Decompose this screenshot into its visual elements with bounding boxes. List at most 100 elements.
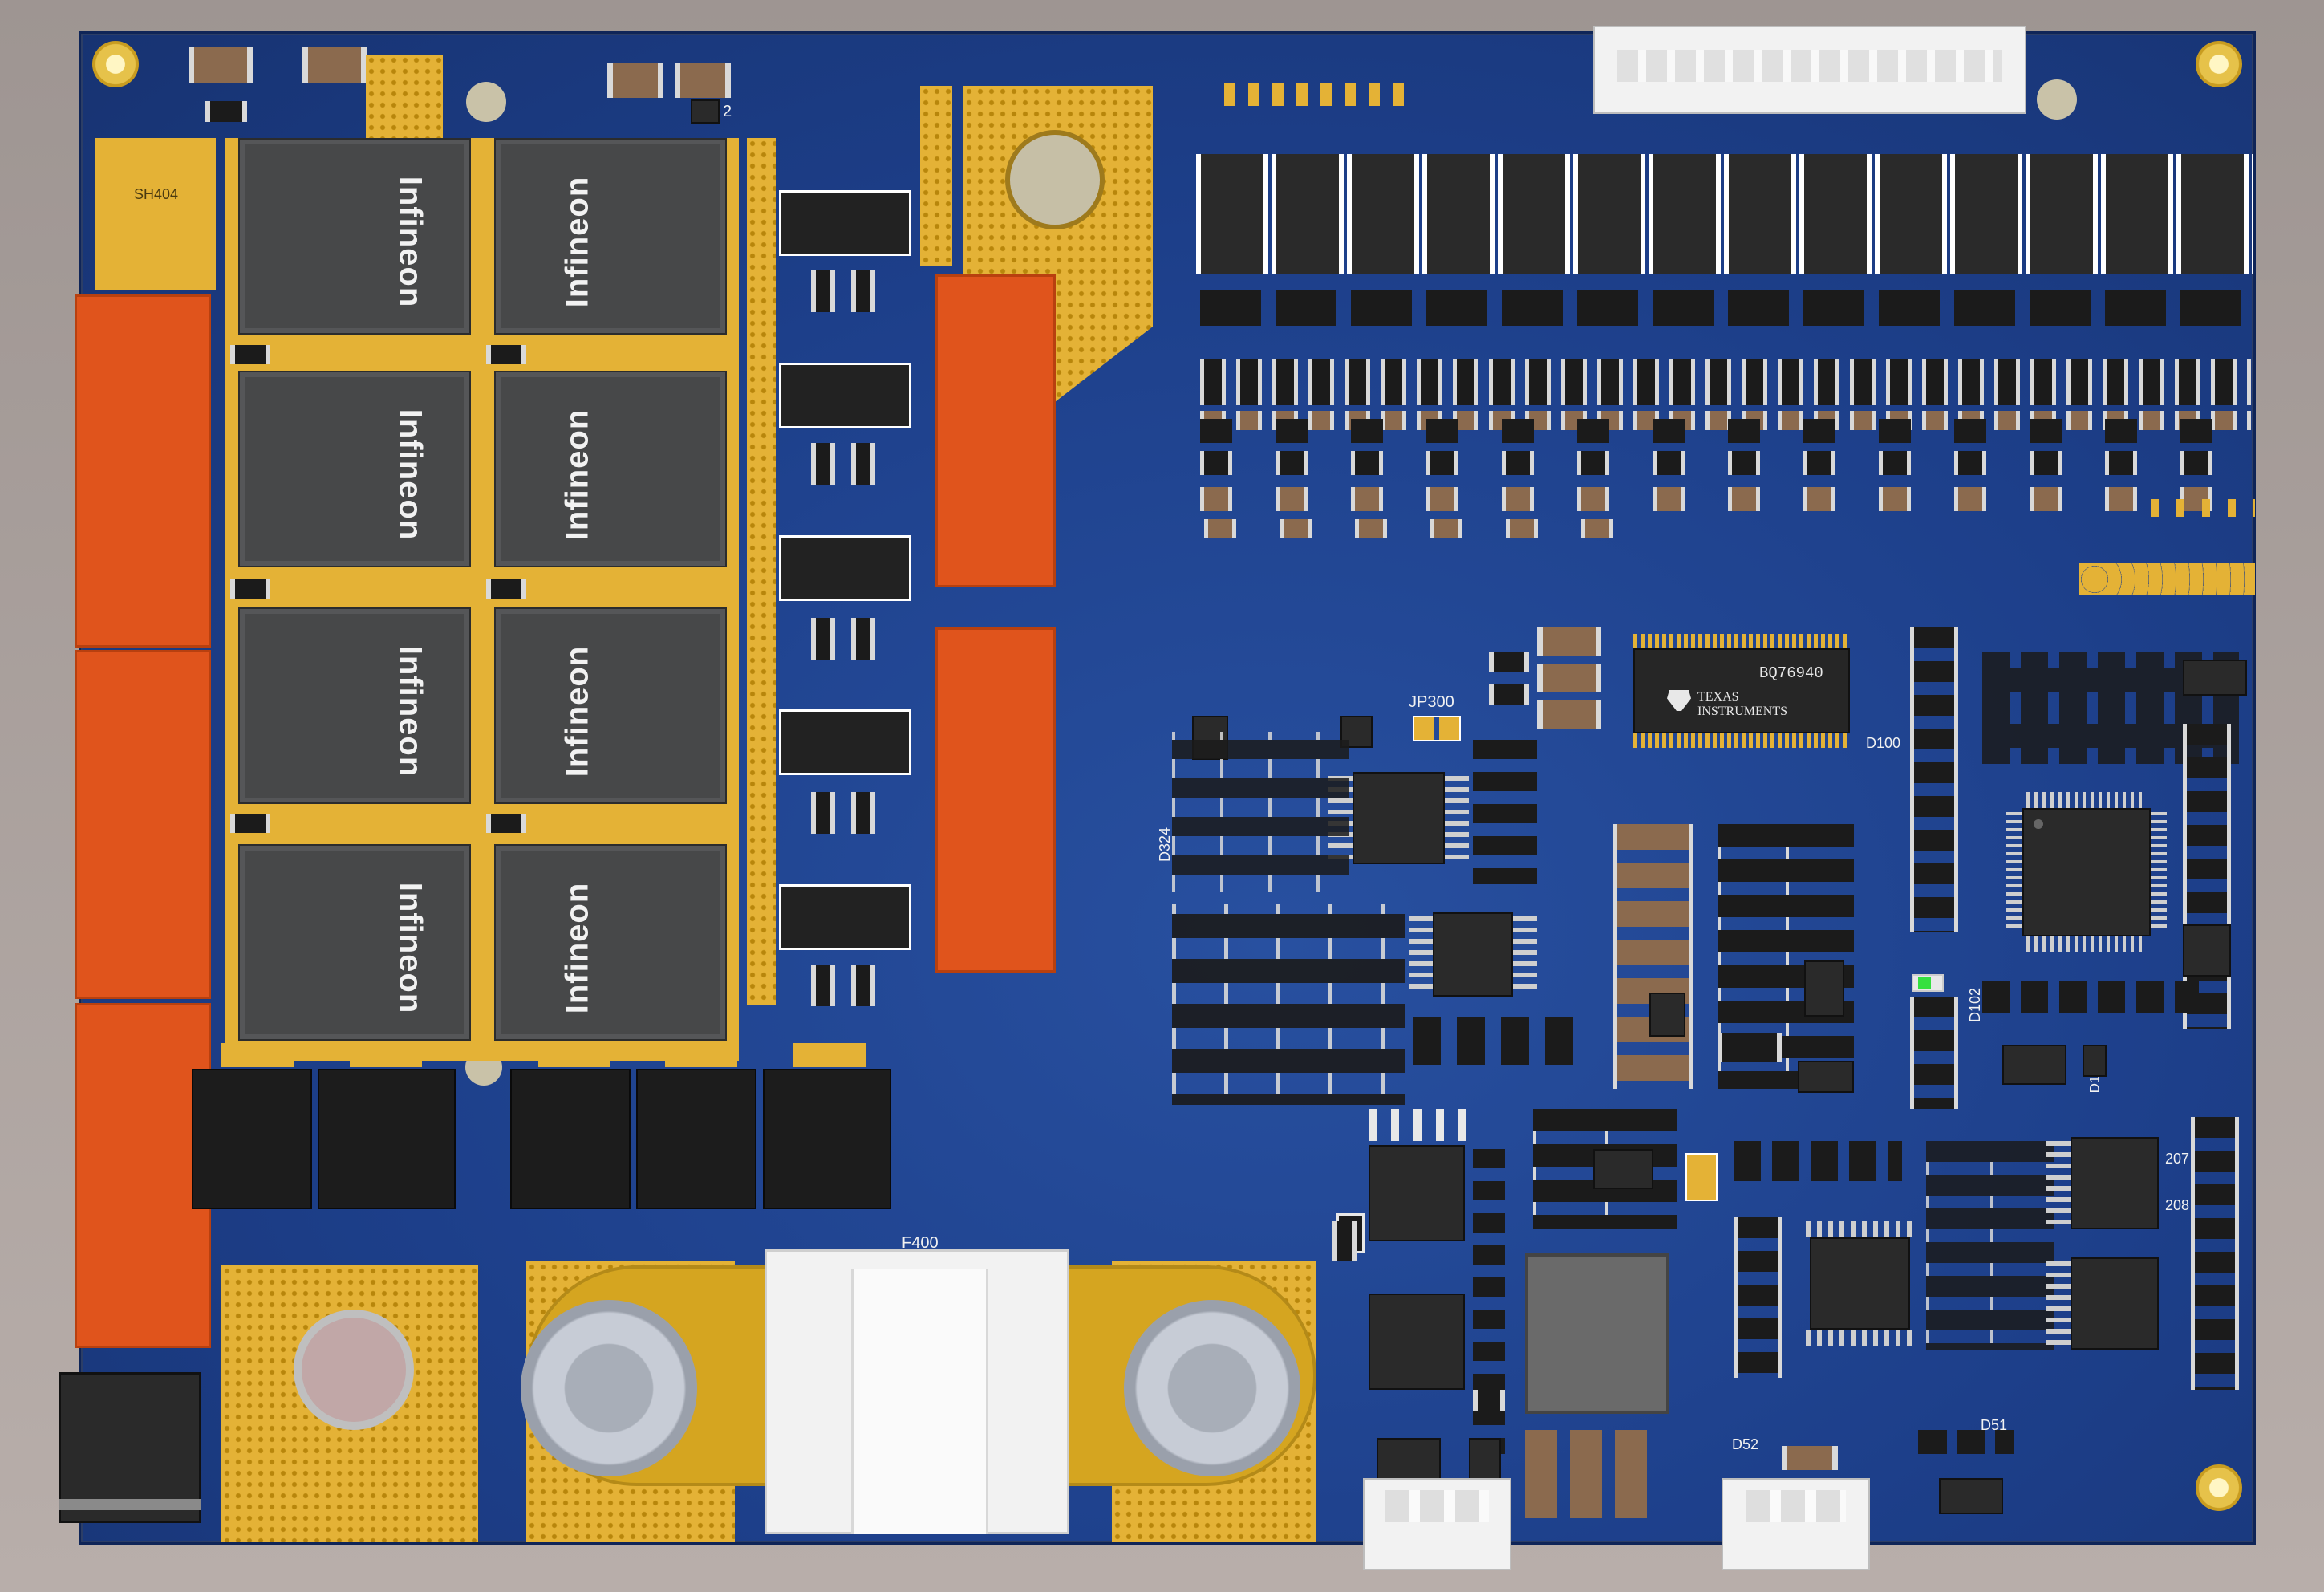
infineon-logo-icon: Infineon (392, 408, 428, 541)
passive-grid (1734, 1141, 1902, 1181)
power-diode (192, 1069, 312, 1209)
test-pad-row (2151, 499, 2255, 517)
transistor (1377, 1438, 1441, 1482)
fuse-label: F400 (902, 1234, 939, 1252)
infineon-logo-icon: Infineon (392, 176, 428, 308)
shunt-label: SH404 (134, 186, 179, 202)
silk-diode-partial: 2 (723, 103, 732, 120)
screw-icon (1124, 1300, 1300, 1476)
passive-row (1200, 359, 2251, 405)
passive-grid (1613, 824, 1693, 1089)
resistor (851, 270, 875, 312)
capacitor (675, 63, 731, 98)
diode (1939, 1478, 2003, 1514)
mark-208: 208 (2165, 1197, 2190, 1213)
pin1-dot (2034, 819, 2043, 829)
power-diode-band (59, 1499, 201, 1510)
capacitor-tan (1685, 1153, 1718, 1201)
infineon-logo-icon: Infineon (559, 645, 595, 778)
resistor (1473, 1390, 1505, 1411)
passive-grid (1910, 997, 1958, 1109)
diode-pad (665, 1043, 737, 1067)
mosfet: Infineon (238, 138, 471, 335)
resistor (811, 443, 835, 485)
resistor (230, 814, 270, 833)
ic-pins (1513, 916, 1537, 993)
passive-grid (1369, 1109, 1473, 1141)
copper-pour (366, 55, 443, 143)
ic-sot (1593, 1149, 1653, 1189)
jst-connector-inner (1746, 1490, 1846, 1522)
ic-pins-top (1633, 634, 1850, 648)
passive-grid (1910, 627, 1958, 932)
led-d100-label: D100 (1866, 735, 1901, 751)
mounting-hole-icon (92, 41, 139, 87)
busbar (75, 294, 211, 648)
passive-row (1200, 451, 2251, 475)
mosfet: Infineon (494, 371, 727, 567)
resistor (205, 101, 247, 122)
capacitor (302, 47, 367, 83)
resistor (1718, 1033, 1782, 1062)
resistor (851, 443, 875, 485)
passive-grid (1413, 1017, 1589, 1065)
passive-row (1200, 487, 2251, 511)
ti-brand-line1: TEXAS (1697, 690, 1739, 704)
passive-row (1204, 519, 1653, 538)
led-d102-label: D102 (1967, 987, 1984, 1023)
screw-icon (521, 1300, 697, 1476)
ic-pins (2026, 792, 2147, 808)
resistor (811, 792, 835, 834)
ic-pins (1806, 1221, 1914, 1237)
mosfet: Infineon (238, 844, 471, 1041)
ic-pins (2026, 936, 2147, 952)
tvs-diode (779, 363, 911, 428)
crystal (2183, 924, 2231, 977)
ic-pins (1806, 1330, 1914, 1346)
ic-pins (2151, 812, 2167, 932)
infineon-logo-icon: Infineon (392, 882, 428, 1014)
diode-pad (221, 1043, 294, 1067)
balance-resistor-row (1196, 154, 2253, 274)
ti-brand-line2: INSTRUMENTS (1697, 705, 1788, 718)
ic-pins (1409, 916, 1433, 993)
transistor (1798, 1061, 1854, 1093)
mosfet: Infineon (238, 371, 471, 567)
resistor (486, 345, 526, 364)
fuse-holder-center (851, 1269, 988, 1534)
power-diode (318, 1069, 456, 1209)
capacitor (607, 63, 663, 98)
ic-pins (2006, 812, 2022, 932)
pin-header (1224, 83, 1413, 106)
power-diode (763, 1069, 891, 1209)
transistor (1649, 993, 1685, 1037)
tvs-diode (779, 884, 911, 950)
diode-324-label: D324 (1157, 826, 1174, 863)
header-connector-inner (1617, 50, 2002, 82)
transistor (2183, 660, 2247, 696)
resistor (1489, 652, 1529, 672)
transistor (691, 100, 720, 124)
power-diode (510, 1069, 631, 1209)
ic-soic (1369, 1294, 1465, 1390)
infineon-logo-icon: Infineon (559, 882, 595, 1014)
tvs-diode (779, 535, 911, 601)
passive-grid (2191, 1117, 2239, 1390)
ti-logo-icon (1667, 690, 1691, 711)
led-indicator-icon (1918, 977, 1931, 989)
mosfet: Infineon (494, 138, 727, 335)
resistor (1332, 1221, 1357, 1261)
ic-soic (2071, 1137, 2159, 1229)
diode-pad (538, 1043, 610, 1067)
transistor (1804, 960, 1844, 1017)
busbar (75, 650, 211, 999)
mark-207: 207 (2165, 1151, 2190, 1167)
jumper-pads (1413, 716, 1461, 741)
resistor (851, 618, 875, 660)
resistor (851, 965, 875, 1006)
diode-51-label: D51 (1981, 1417, 2008, 1433)
mounting-hole-icon (2196, 41, 2242, 87)
resistor (1489, 684, 1529, 705)
test-pad-row (2079, 563, 2255, 595)
capacitor (1537, 627, 1601, 656)
